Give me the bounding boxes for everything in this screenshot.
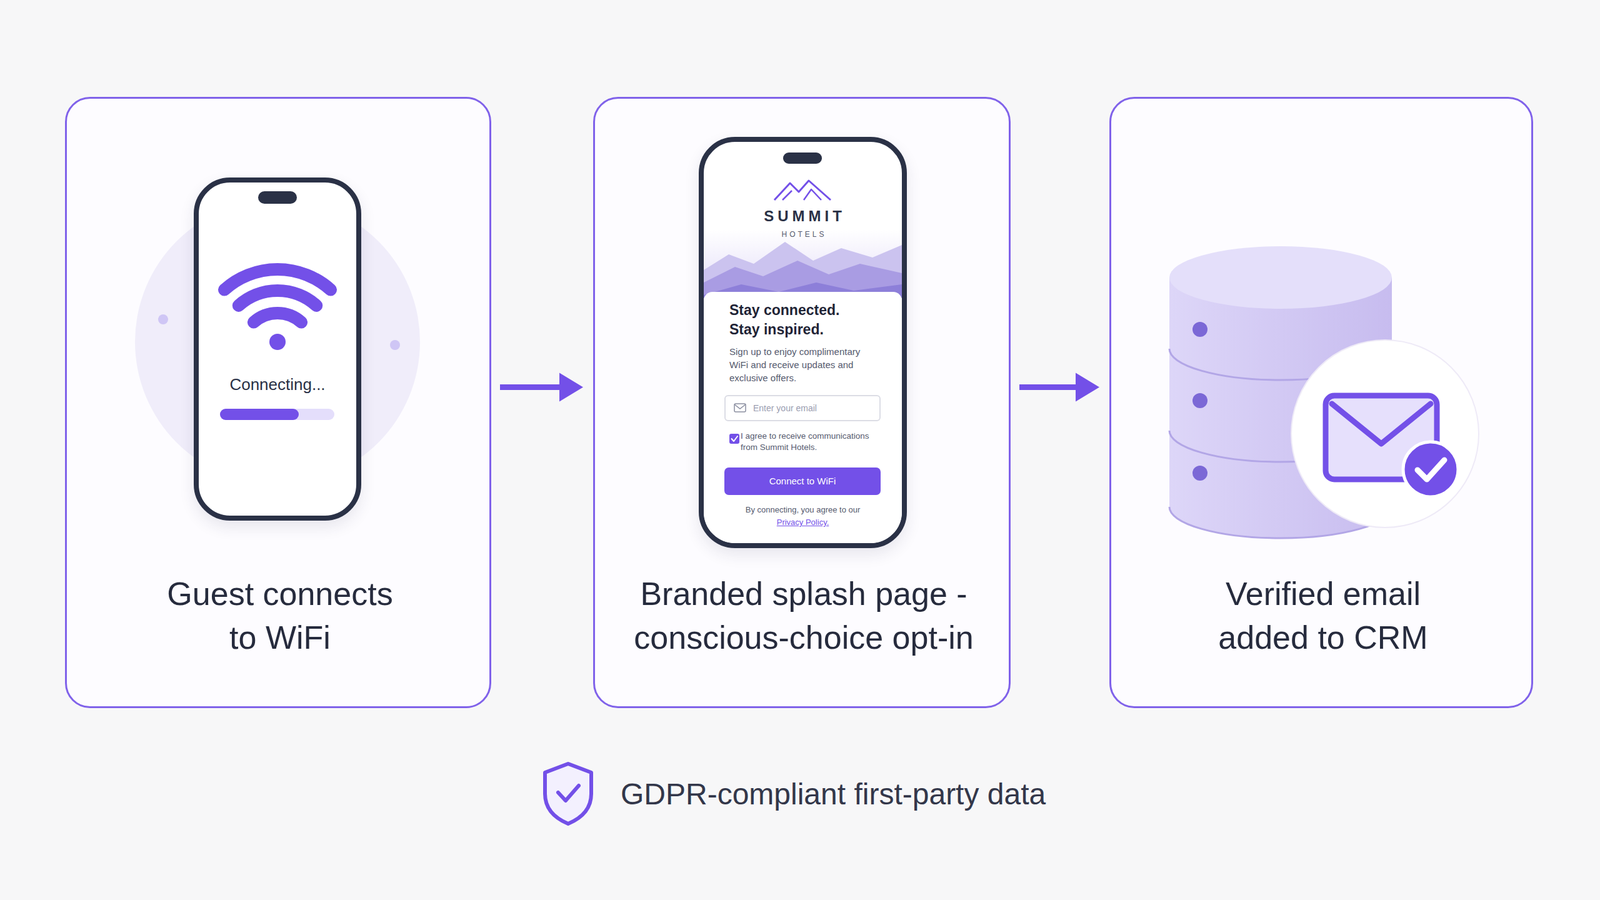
database-illustration-part	[1331, 403, 1431, 444]
step-title: Branded splash page - conscious-choice o…	[622, 571, 985, 660]
splash-screen-art-part	[731, 436, 739, 442]
status-text: Connecting...	[198, 373, 357, 395]
brand-subtitle: HOTELS	[703, 229, 902, 240]
card-backdrop-part	[158, 314, 169, 325]
footer-label: GDPR-compliant first-party data	[620, 775, 1184, 814]
email-input: Enter your email	[724, 395, 881, 422]
arrow-head	[1075, 373, 1100, 402]
database-illustration	[1111, 98, 1535, 710]
arrow-line	[1019, 384, 1079, 390]
brand-name: SUMMIT	[703, 206, 902, 226]
button-label: Connect to WiFi	[724, 467, 881, 495]
splash-screen-art-part	[782, 189, 822, 200]
shield-icon	[545, 763, 592, 824]
splash-screen-art-part	[729, 433, 740, 444]
card-backdrop-part	[390, 340, 400, 350]
step-card: Guest connects to WiFi Connecting...	[65, 96, 492, 709]
phone-screen-art-part	[220, 408, 335, 420]
step-title: Guest connects to WiFi	[155, 571, 405, 660]
database-illustration-part	[1169, 246, 1392, 309]
step-card: Verified email added to CRM	[1109, 96, 1534, 709]
splash-screen-art-part	[703, 241, 902, 299]
phone-screen-art	[198, 182, 357, 516]
arrow-head	[559, 373, 584, 402]
input-placeholder: Enter your email	[753, 396, 879, 420]
phone-screen-art-part	[238, 290, 317, 306]
phone-mockup: Connecting...	[193, 177, 362, 521]
shield-check	[558, 785, 579, 801]
input-icon-part	[734, 403, 746, 412]
database-illustration-part	[1192, 465, 1208, 481]
splash-screen-art-part	[783, 152, 822, 164]
database-illustration-part	[1291, 340, 1479, 528]
arrow-line	[500, 384, 562, 390]
phone-screen-art-part	[269, 333, 286, 350]
database-illustration-part	[1192, 321, 1208, 337]
policy-link: Privacy Policy.	[703, 516, 902, 529]
database-illustration-part	[1417, 460, 1445, 480]
phone-screen-art-part	[258, 191, 297, 204]
connect-button: Connect to WiFi	[724, 467, 881, 495]
splash-screen-art-part	[774, 180, 831, 200]
splash-body: Sign up to enjoy complimentary WiFi and …	[729, 345, 877, 385]
input-icon-part	[734, 404, 746, 409]
phone-screen-art-part	[220, 408, 299, 420]
consent-text: I agree to receive communications from S…	[740, 430, 888, 454]
phone-mockup: SUMMIT HOTELS Stay connected. Stay inspire…	[698, 136, 907, 549]
legal-text: By connecting, you agree to our	[703, 504, 902, 516]
step-title: Verified email added to CRM	[1191, 571, 1455, 660]
phone-screen-art-part	[253, 313, 302, 323]
flow-arrow	[1019, 373, 1100, 402]
splash-screen-art-part	[703, 291, 902, 549]
splash-heading: Stay connected. Stay inspired.	[729, 300, 858, 340]
database-illustration-part	[1403, 441, 1459, 497]
flow-arrow	[500, 373, 584, 402]
splash-screen-art-part	[703, 229, 902, 299]
step-card: Branded splash page - conscious-choice o…	[593, 96, 1011, 709]
database-illustration-part	[1192, 393, 1208, 409]
